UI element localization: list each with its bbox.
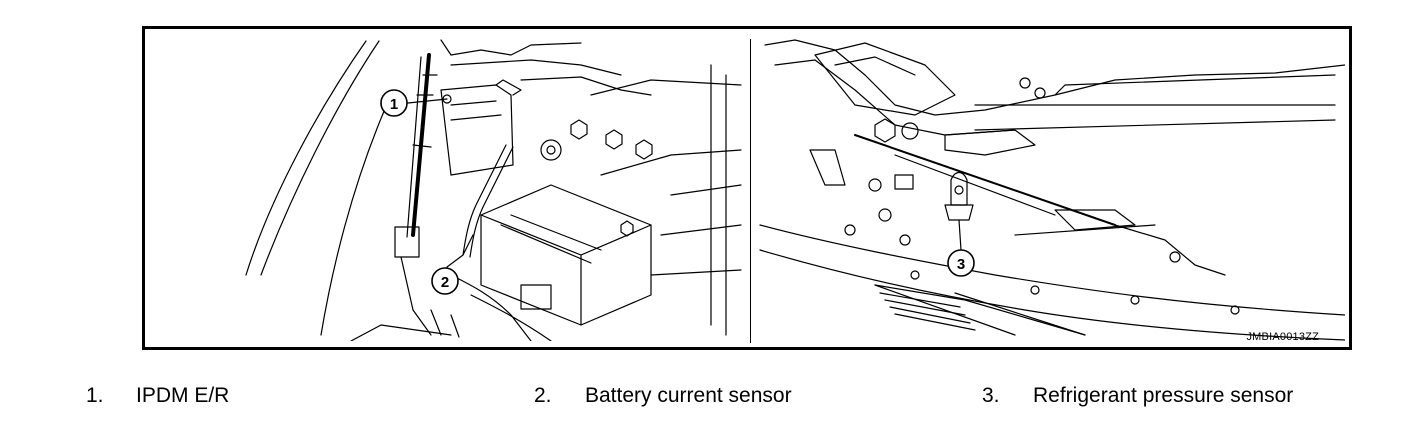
left-panel-illustration: 1 2	[151, 35, 745, 341]
legend-label: IPDM E/R	[136, 384, 230, 407]
legend: 1. IPDM E/R 2. Battery current sensor 3.…	[0, 384, 1408, 414]
figure-frame: 1 2	[142, 26, 1352, 350]
right-panel-illustration: 3	[755, 35, 1345, 341]
legend-label: Battery current sensor	[585, 384, 792, 407]
panel-divider	[750, 39, 751, 343]
callout-2: 2	[441, 274, 449, 291]
legend-label: Refrigerant pressure sensor	[1033, 384, 1294, 407]
image-code: JMBIA0013ZZ	[1246, 331, 1319, 343]
engine-compartment-left-drawing: 1 2	[245, 39, 742, 341]
callout-3: 3	[957, 256, 965, 273]
legend-number: 2.	[534, 384, 552, 407]
callout-1: 1	[390, 96, 398, 113]
engine-compartment-right-drawing: 3	[759, 39, 1345, 341]
legend-number: 1.	[86, 384, 104, 407]
legend-number: 3.	[982, 384, 1000, 407]
